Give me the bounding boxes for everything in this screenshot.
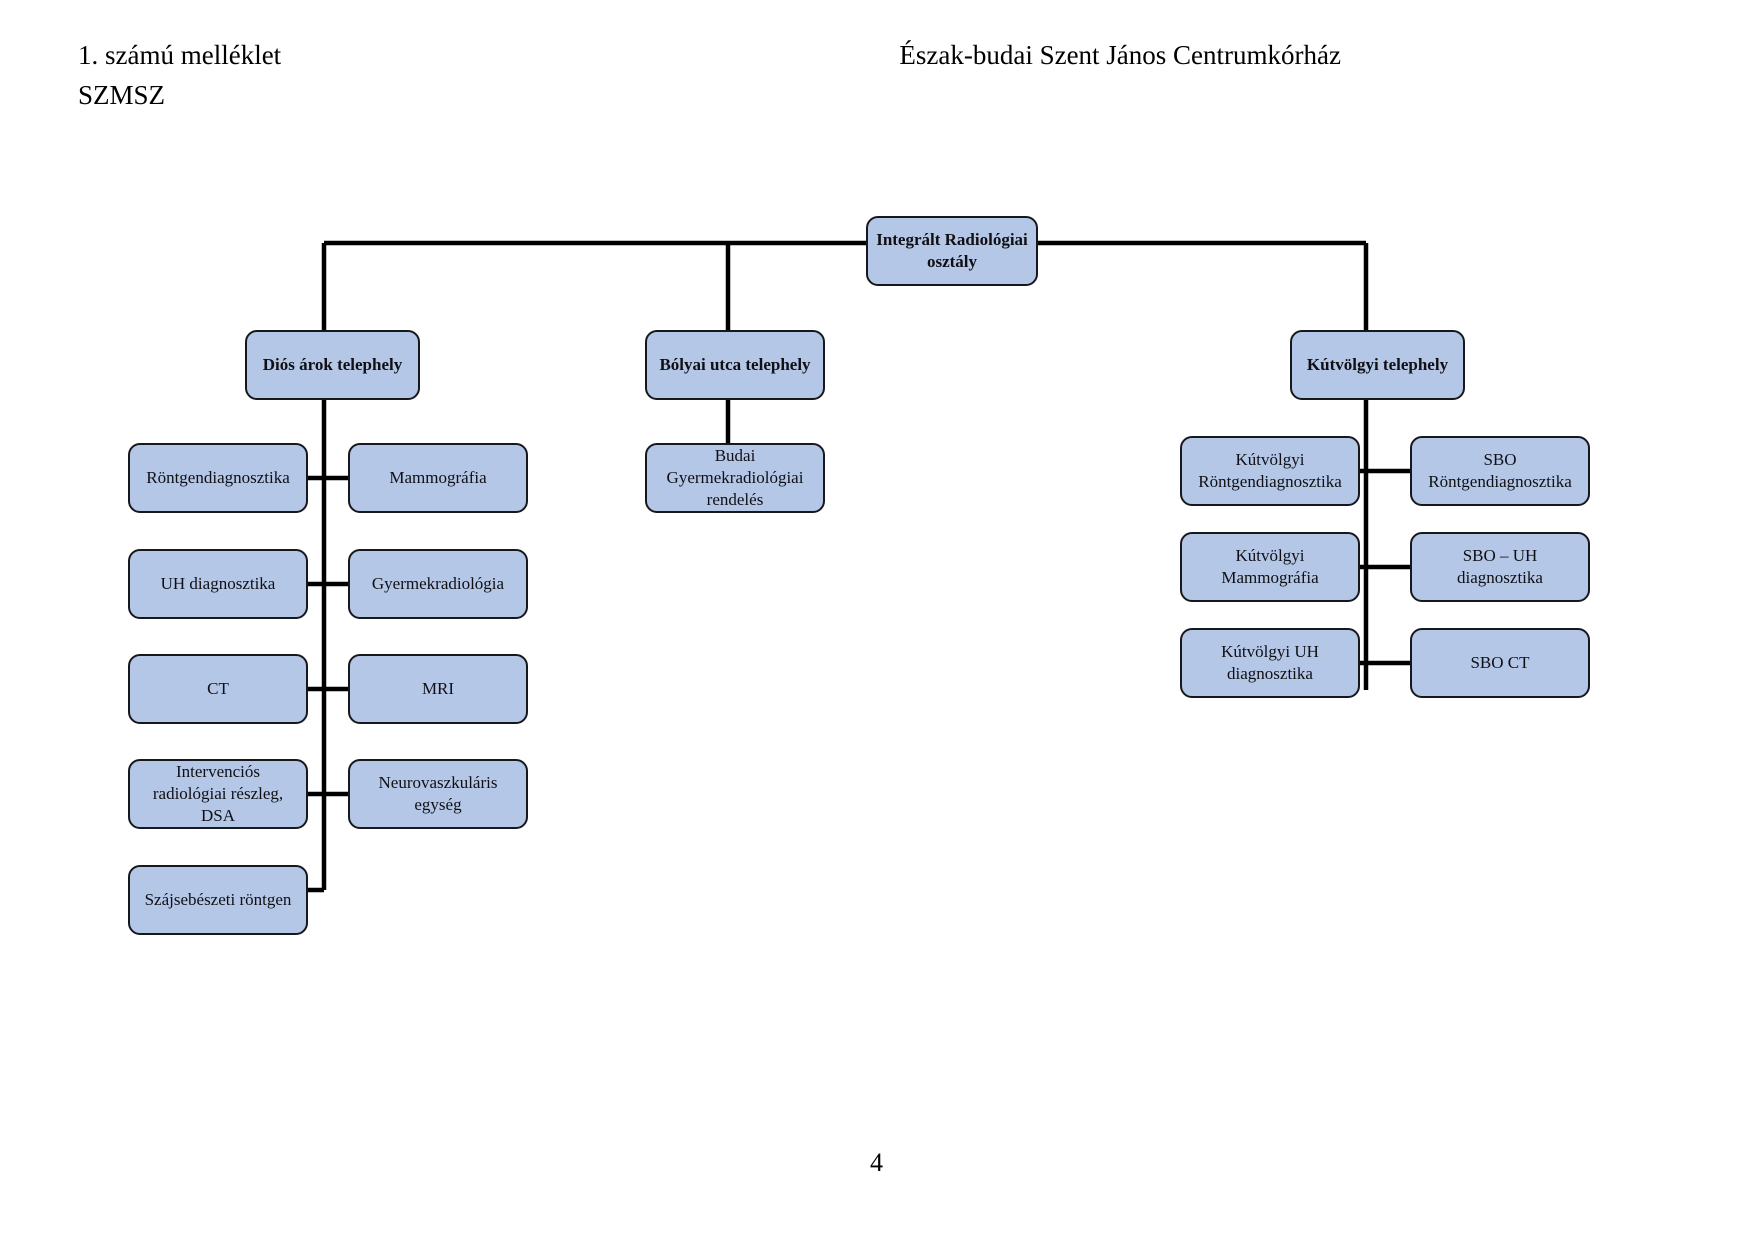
node-label: Kútvölgyi Mammográfia xyxy=(1221,546,1319,587)
node-kutvolgyi-telephely[interactable]: Kútvölgyi telephely xyxy=(1290,330,1465,400)
node-label: Budai Gyermekradiológiai rendelés xyxy=(666,446,804,509)
node-szajsebeszeti-rontgen[interactable]: Szájsebészeti röntgen xyxy=(128,865,308,935)
node-label: SBO Röntgendiagnosztika xyxy=(1428,450,1572,491)
node-label: UH diagnosztika xyxy=(160,574,276,594)
node-ct[interactable]: CT xyxy=(128,654,308,724)
node-label: Röntgendiagnosztika xyxy=(146,468,290,488)
node-neurovaszkularis-egyseg[interactable]: Neurovaszkuláris egység xyxy=(348,759,528,829)
node-label: Bólyai utca telephely xyxy=(659,355,811,375)
node-kutvolgyi-mammografia[interactable]: Kútvölgyi Mammográfia xyxy=(1180,532,1360,602)
header-attachment-label: 1. számú melléklet xyxy=(78,40,282,70)
node-mammografia[interactable]: Mammográfia xyxy=(348,443,528,513)
node-label: Mammográfia xyxy=(389,468,487,488)
node-label: SBO – UH diagnosztika xyxy=(1457,546,1543,587)
node-label: Kútvölgyi UH diagnosztika xyxy=(1221,642,1319,683)
header-institution-name: Észak-budai Szent János Centrumkórház xyxy=(899,40,1341,70)
node-label: Integrált Radiológiai osztály xyxy=(876,230,1028,271)
node-label: Kútvölgyi Röntgendiagnosztika xyxy=(1198,450,1342,491)
node-mri[interactable]: MRI xyxy=(348,654,528,724)
page-number: 4 xyxy=(870,1148,883,1177)
node-sbo-rontgendiagnosztika[interactable]: SBO Röntgendiagnosztika xyxy=(1410,436,1590,506)
node-label: Diós árok telephely xyxy=(262,355,403,375)
node-rontgendiagnosztika[interactable]: Röntgendiagnosztika xyxy=(128,443,308,513)
node-label: SBO CT xyxy=(1470,653,1530,673)
node-sbo-ct[interactable]: SBO CT xyxy=(1410,628,1590,698)
node-sbo-uh-diagnosztika[interactable]: SBO – UH diagnosztika xyxy=(1410,532,1590,602)
node-label: CT xyxy=(207,679,229,699)
node-uh-diagnosztika[interactable]: UH diagnosztika xyxy=(128,549,308,619)
node-intervencios-radiologiai-reszleg-dsa[interactable]: Intervenciós radiológiai részleg, DSA xyxy=(128,759,308,829)
node-label: Intervenciós radiológiai részleg, DSA xyxy=(152,762,284,825)
node-bolyai-utca-telephely[interactable]: Bólyai utca telephely xyxy=(645,330,825,400)
node-budai-gyermekradiologiai-rendeles[interactable]: Budai Gyermekradiológiai rendelés xyxy=(645,443,825,513)
node-kutvolgyi-rontgendiagnosztika[interactable]: Kútvölgyi Röntgendiagnosztika xyxy=(1180,436,1360,506)
node-label: MRI xyxy=(421,679,455,699)
header-document-code: SZMSZ xyxy=(78,80,166,110)
node-label: Neurovaszkuláris egység xyxy=(378,773,498,814)
node-kutvolgyi-uh-diagnosztika[interactable]: Kútvölgyi UH diagnosztika xyxy=(1180,628,1360,698)
node-label: Kútvölgyi telephely xyxy=(1306,355,1449,375)
node-label: Szájsebészeti röntgen xyxy=(144,890,292,910)
node-dios-arok-telephely[interactable]: Diós árok telephely xyxy=(245,330,420,400)
node-gyermekradiologia[interactable]: Gyermekradiológia xyxy=(348,549,528,619)
node-integralt-radiologiai-osztaly[interactable]: Integrált Radiológiai osztály xyxy=(866,216,1038,286)
node-label: Gyermekradiológia xyxy=(371,574,505,594)
